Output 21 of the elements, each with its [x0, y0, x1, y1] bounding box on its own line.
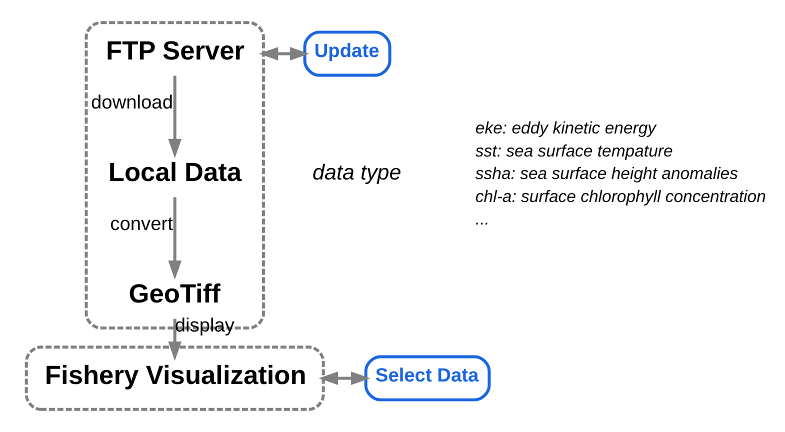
edge-label: download — [91, 92, 173, 114]
node-text: GeoTiff — [128, 278, 220, 308]
arrow — [168, 76, 182, 158]
arrow — [168, 318, 182, 361]
node-text: Local Data — [108, 156, 242, 187]
node-box: Update — [303, 30, 392, 77]
arrow — [318, 372, 370, 385]
edge-label: convert — [110, 214, 173, 236]
node-text: FTP Server — [106, 35, 245, 66]
label: ... — [475, 210, 490, 229]
label: eke: eddy kinetic energy — [475, 118, 656, 138]
label: data type — [312, 159, 402, 184]
node-text: Fishery Visualization — [44, 360, 306, 390]
label: chl-a: surface chlorophyll concentration — [475, 186, 766, 206]
edge-label: display — [174, 315, 234, 336]
node-box: Select Data — [364, 355, 491, 402]
cluster — [24, 346, 325, 411]
label: sst: sea surface tempature — [475, 141, 673, 160]
arrow — [258, 47, 310, 60]
arrow — [168, 197, 182, 280]
label: ssha: sea surface height anomalies — [475, 164, 738, 184]
